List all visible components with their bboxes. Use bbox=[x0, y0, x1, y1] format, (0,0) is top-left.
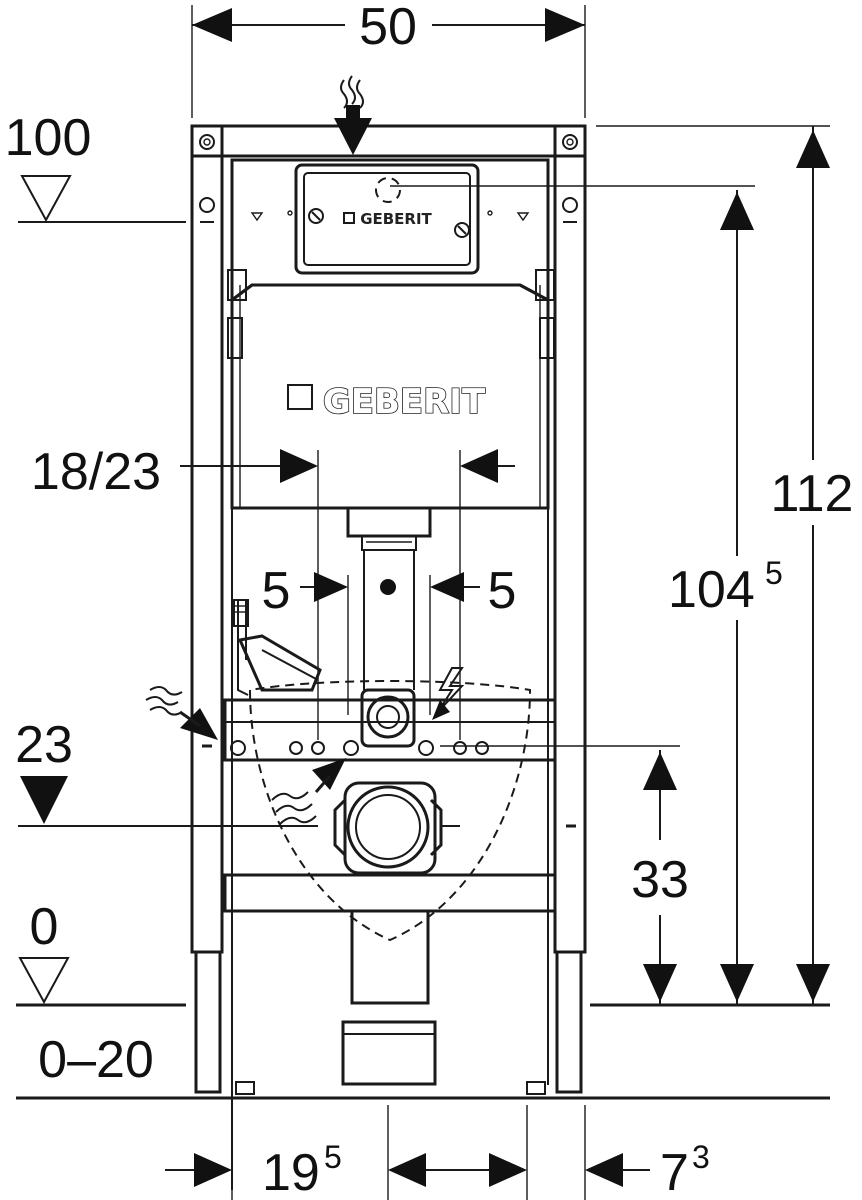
pipe-center-marker bbox=[380, 579, 396, 595]
height-total-dimension: 112 bbox=[596, 125, 854, 1005]
water-inlet-wavy-arrow-icon bbox=[334, 75, 372, 155]
plate-brand-logo: GEBERIT bbox=[360, 210, 432, 228]
level-supply: 23 bbox=[15, 716, 460, 827]
water-supply-wavy-arrow-icon bbox=[145, 686, 218, 740]
flush-pipe bbox=[347, 550, 431, 748]
cistern: GEBERIT GEBERIT bbox=[227, 158, 555, 551]
height-total-label: 112 bbox=[771, 465, 854, 523]
height-cistern-dimension: 104 5 bbox=[390, 185, 783, 1005]
installation-frame bbox=[190, 124, 587, 1190]
bottom-right-label: 7 bbox=[660, 1144, 689, 1200]
arrowhead-left bbox=[192, 8, 232, 42]
floor-adjust-label: 0–20 bbox=[38, 1031, 154, 1089]
logo-square bbox=[287, 384, 313, 410]
height-cistern-label: 104 bbox=[668, 561, 755, 619]
level-supply-label: 23 bbox=[15, 716, 73, 774]
pipe-offset-left-label: 5 bbox=[262, 562, 291, 620]
supply-hose bbox=[233, 599, 322, 696]
level-floor-label: 0 bbox=[30, 898, 59, 956]
drain-wavy-arrow-icon bbox=[271, 758, 346, 825]
pipe-offset-dimension: 5 5 bbox=[262, 562, 517, 620]
level-upper-label: 100 bbox=[5, 109, 92, 167]
wc-pan-outline bbox=[248, 680, 532, 942]
bottom-left-label: 19 bbox=[262, 1144, 320, 1200]
level-floor: 0 0–20 bbox=[16, 898, 830, 1100]
level-triangle-icon bbox=[20, 175, 72, 223]
cistern-brand-logo: GEBERIT bbox=[323, 382, 486, 422]
outlet-spacing-dimension: 18/23 bbox=[31, 443, 515, 740]
drain-connection bbox=[333, 781, 443, 1086]
height-drain-dimension: 33 bbox=[440, 745, 689, 1005]
fixing-holes bbox=[230, 740, 489, 756]
lightning-power-icon bbox=[432, 667, 465, 720]
outlet-spacing-label: 18/23 bbox=[31, 443, 161, 501]
width-dimension: 50 bbox=[191, 0, 586, 118]
flush-plate-opening bbox=[294, 163, 480, 275]
level-upper: 100 bbox=[5, 109, 186, 223]
bottom-left-superscript: 5 bbox=[324, 1139, 342, 1175]
level-triangle-icon bbox=[18, 957, 70, 1005]
arrowhead-right bbox=[545, 8, 585, 42]
level-triangle-filled-icon bbox=[20, 776, 68, 824]
height-drain-label: 33 bbox=[631, 851, 689, 909]
pipe-offset-right-label: 5 bbox=[488, 562, 517, 620]
dimension-width-label: 50 bbox=[359, 0, 417, 56]
bottom-right-superscript: 3 bbox=[692, 1139, 710, 1175]
height-cistern-superscript: 5 bbox=[765, 555, 783, 591]
bottom-dimensions: 19 5 7 3 bbox=[165, 1098, 710, 1200]
